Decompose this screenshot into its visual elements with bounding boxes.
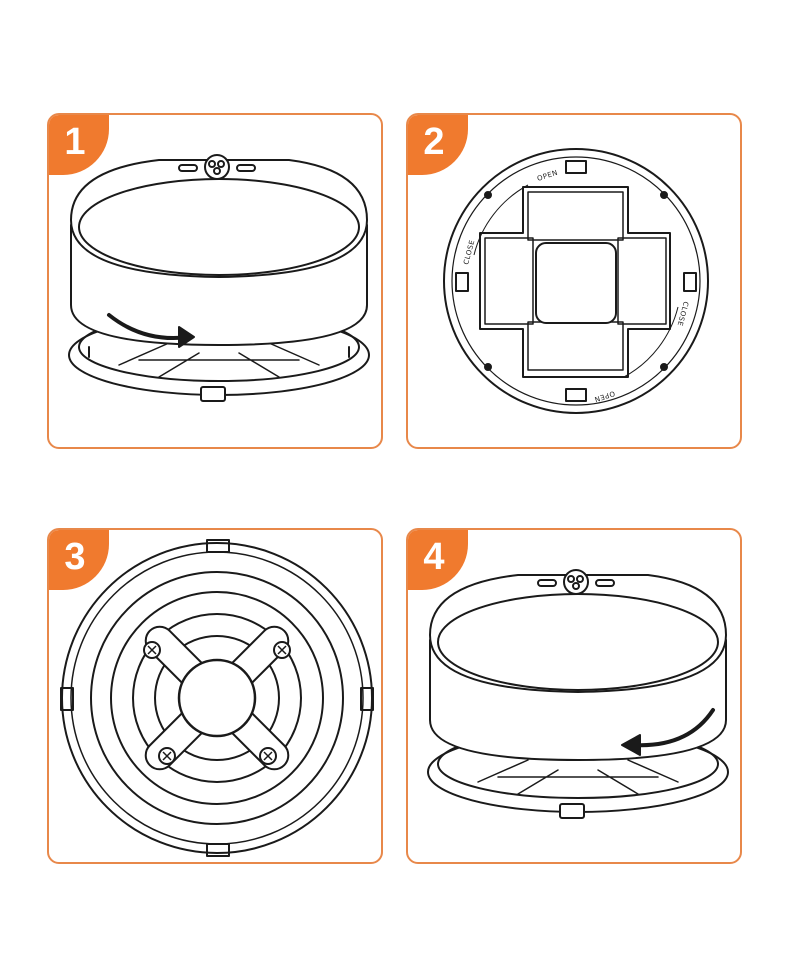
mounting-bracket-illustration	[60, 539, 374, 857]
step-panel-3: 3	[47, 528, 383, 864]
label-open-top: OPEN	[536, 169, 559, 183]
device-mounting-illustration	[427, 569, 729, 819]
label-close-right: CLOSE	[675, 300, 689, 327]
label-open-bottom: OPEN	[593, 389, 616, 403]
step-number-badge: 1	[49, 115, 109, 175]
step-panel-1: 1	[47, 113, 383, 449]
step-panel-2: 2 OPEN CLOSE CLOSE OPEN	[406, 113, 742, 449]
device-bottom-view-illustration: OPEN CLOSE CLOSE OPEN	[443, 148, 709, 414]
rotate-counterclockwise-arrow-icon	[631, 708, 715, 748]
step-panel-4: 4	[406, 528, 742, 864]
device-closing-illustration	[68, 154, 370, 402]
